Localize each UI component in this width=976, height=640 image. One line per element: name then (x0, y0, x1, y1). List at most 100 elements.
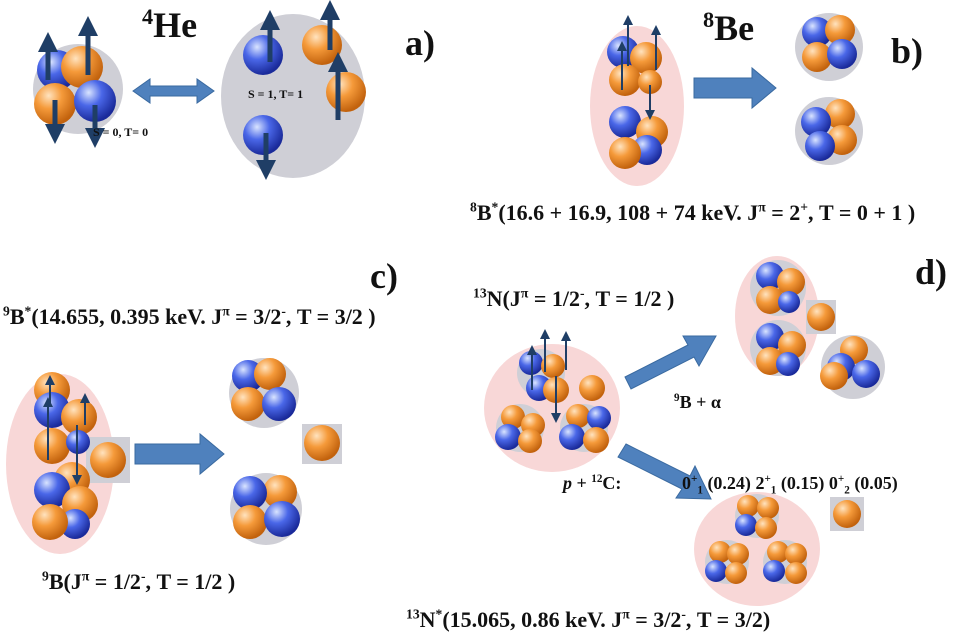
proton (785, 543, 807, 565)
panel-label-c: c) (370, 256, 398, 296)
proton (579, 375, 605, 401)
neutron (264, 501, 300, 537)
proton (725, 562, 747, 584)
panel-label-d: d) (915, 252, 948, 292)
boron9-d-bottom (750, 320, 806, 376)
beryllium8-title: 8Be (703, 7, 755, 48)
proton-channel-label: p + 12C: (563, 473, 622, 493)
spin-arrows-left (38, 16, 105, 148)
proton (785, 562, 807, 584)
emitted-proton-d (833, 500, 861, 528)
proton (263, 475, 297, 509)
proton (757, 497, 779, 519)
nitrogen13-caption: 13N(Jπ = 1/2-, T = 1/2 ) (473, 285, 675, 311)
beryllium8-alpha-2 (795, 97, 863, 165)
neutron (801, 107, 831, 137)
process-arrow-d-proton (617, 443, 712, 500)
spin-arrows-c (43, 375, 90, 485)
proton (302, 25, 342, 65)
proton (231, 387, 265, 421)
boron9-alpha-1 (229, 358, 299, 428)
neutron (827, 39, 857, 69)
proton (755, 517, 777, 539)
proton (501, 405, 525, 429)
proton (709, 541, 731, 563)
panel-label-a: a) (405, 23, 435, 63)
proton (727, 543, 749, 565)
emitted-proton (304, 425, 340, 461)
proton (756, 286, 784, 314)
state-label-left: S = 0, T= 0 (93, 125, 149, 139)
neutron (735, 514, 757, 536)
panel-label-b: b) (891, 31, 924, 71)
extra-proton (807, 303, 835, 331)
boron8-bottom-cluster (609, 106, 668, 169)
neutron (587, 406, 611, 430)
proton (32, 504, 68, 540)
neutron (756, 262, 784, 290)
neutron (763, 560, 785, 582)
nitrogen13-excited-caption: 13N*(15.065, 0.86 keV. Jπ = 3/2-, T = 3/… (406, 606, 771, 632)
proton (802, 42, 832, 72)
proton (638, 70, 662, 94)
alpha-channel-label: 9B + α (674, 392, 721, 412)
boron9-ground-caption: 9B(Jπ = 1/2-, T = 1/2 ) (42, 568, 236, 594)
neutron (559, 424, 585, 450)
proton (61, 399, 97, 435)
proton (34, 428, 70, 464)
carbon12-level-weights: 0+1 (0.24) 2+1 (0.15) 0+2 (0.05) (682, 473, 898, 497)
carbon12-cluster (705, 494, 807, 584)
neutron (262, 387, 296, 421)
panel-c (6, 358, 342, 554)
proton (326, 72, 366, 112)
neutron (60, 509, 90, 539)
neutron (805, 131, 835, 161)
neutron (495, 424, 521, 450)
process-arrow-b (693, 66, 777, 110)
proton (778, 331, 806, 359)
neutron (609, 106, 641, 138)
boron9-d-top (750, 260, 806, 316)
neutron (243, 35, 283, 75)
beryllium8-alpha-1 (795, 13, 863, 81)
proton (541, 354, 565, 378)
spin-arrows-right (256, 0, 348, 180)
neutron (756, 323, 784, 351)
proton (825, 99, 855, 129)
proton (777, 268, 805, 296)
state-label-right: S = 1, T= 1 (248, 87, 304, 101)
extra-proton (90, 442, 126, 478)
proton (583, 427, 609, 453)
proton (566, 404, 590, 428)
alpha-d (820, 335, 885, 399)
proton (61, 46, 103, 88)
neutron (776, 352, 800, 376)
helium4-title: 4He (142, 4, 198, 45)
spin-arrows-d (527, 329, 571, 423)
proton (630, 42, 662, 74)
proton (609, 64, 641, 96)
proton (737, 495, 759, 517)
boron9-alpha-2 (230, 473, 302, 545)
boron8-state-caption: 8B*(16.6 + 16.9, 108 + 74 keV. Jπ = 2+, … (470, 199, 916, 225)
neutron (705, 560, 727, 582)
boron8-top-cluster (607, 36, 662, 96)
neutron (233, 476, 267, 510)
spin-arrows-b (617, 15, 661, 120)
proton (825, 15, 855, 45)
proton (233, 505, 267, 539)
neutron (802, 17, 832, 47)
neutron (243, 115, 283, 155)
proton (518, 429, 542, 453)
proton (820, 362, 848, 390)
double-arrow (132, 78, 215, 104)
panel-b (590, 13, 863, 186)
proton (767, 541, 789, 563)
boron9-excited-caption: 9B*(14.655, 0.395 keV. Jπ = 3/2-, T = 3/… (3, 303, 376, 329)
panel-d (484, 256, 885, 606)
process-arrow-c (134, 432, 225, 476)
nitrogen13-cluster (495, 349, 611, 453)
neutron (778, 291, 800, 313)
neutron (74, 80, 116, 122)
